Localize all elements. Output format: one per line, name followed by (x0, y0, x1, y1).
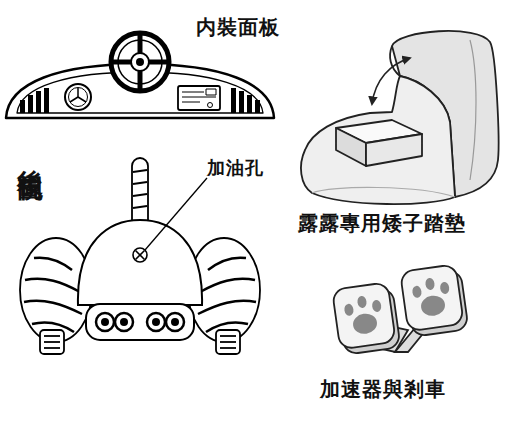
car-wheels (34, 258, 72, 270)
booster-cushion (366, 134, 422, 166)
dashboard-panel (70, 97, 78, 102)
accelerator-pedal (357, 295, 368, 308)
leader-line (145, 178, 207, 250)
car-body (78, 220, 202, 340)
accelerator-pedal (371, 299, 382, 312)
fuel-cap (136, 251, 145, 260)
dashboard-panel (239, 91, 244, 113)
dashboard-panel (20, 100, 25, 113)
brake-pedal (400, 264, 469, 338)
brake-pedal (420, 294, 447, 317)
dashboard-panel (247, 95, 252, 113)
car-body (120, 318, 128, 326)
flip-arrow (372, 58, 410, 104)
dashboard-panel (182, 102, 200, 103)
dashboard-panel (208, 103, 213, 108)
steering-wheel (131, 53, 149, 71)
car-wheels (220, 347, 236, 349)
brake-pedal (425, 277, 436, 290)
part-label: 加速器與剎車 (320, 378, 446, 400)
car-wheels (44, 347, 60, 349)
dashboard-panel (28, 95, 33, 113)
car-wheels (44, 341, 60, 343)
seat (390, 46, 400, 76)
car-wheels (208, 258, 246, 270)
accelerator-pedal (332, 282, 396, 349)
accelerator-pedal (332, 282, 401, 356)
seat (301, 31, 499, 204)
car-tail (133, 206, 147, 208)
booster-cushion (336, 120, 422, 166)
car-body (96, 313, 114, 331)
dashboard-panel (36, 91, 41, 113)
car-body (78, 220, 202, 305)
dashboard-panel (206, 89, 216, 95)
dashboard-panel (182, 92, 204, 93)
dashboard-panel (44, 88, 49, 113)
car-body (147, 313, 165, 331)
car-body (152, 318, 160, 326)
brake-pedal (400, 264, 464, 331)
dashboard-panel (77, 88, 79, 97)
dashboard-panel (182, 97, 216, 98)
car-wheels (220, 335, 236, 337)
panel-label: 内裝面板 (196, 16, 280, 38)
car-tail (133, 182, 147, 184)
leader-line (145, 178, 207, 250)
dashboard-panel (178, 86, 220, 110)
car-wheels (25, 279, 80, 292)
car-wheels (198, 301, 256, 314)
car-wheels (216, 330, 240, 354)
car-wheels (24, 301, 82, 314)
view-label: 後視圖 (16, 148, 45, 160)
brake-pedal (439, 281, 450, 294)
dashboard-panel (255, 100, 260, 113)
car-tail (133, 194, 147, 196)
car-body (101, 318, 109, 326)
steering-wheel (111, 33, 169, 91)
car-tail (133, 170, 147, 172)
car-wheels (200, 279, 255, 292)
booster-cushion (336, 128, 366, 166)
accelerator-pedal (352, 312, 379, 335)
seat (312, 187, 455, 197)
car-body (166, 313, 184, 331)
fuel-cap (133, 248, 147, 262)
car-wheels (44, 335, 60, 337)
accelerator-pedal (344, 303, 355, 316)
part-label: 加油孔 (207, 158, 264, 178)
fuel-cap (136, 251, 145, 260)
car-body (171, 318, 179, 326)
car-wheels (220, 341, 236, 343)
part-label: 露露專用矮子踏墊 (298, 212, 466, 234)
dashboard-panel (78, 97, 86, 102)
flip-arrow (372, 58, 410, 104)
seat (301, 76, 455, 204)
steering-wheel (136, 58, 144, 66)
car-wheels (40, 330, 64, 354)
fuel-cap (133, 248, 147, 262)
car-body (86, 304, 194, 340)
dashboard-panel (65, 84, 91, 110)
steering-wheel (111, 33, 169, 91)
car-body (115, 313, 133, 331)
dashboard-panel (69, 88, 88, 107)
seat (470, 40, 476, 180)
brake-pedal (412, 285, 423, 298)
dashboard-panel (231, 88, 236, 113)
